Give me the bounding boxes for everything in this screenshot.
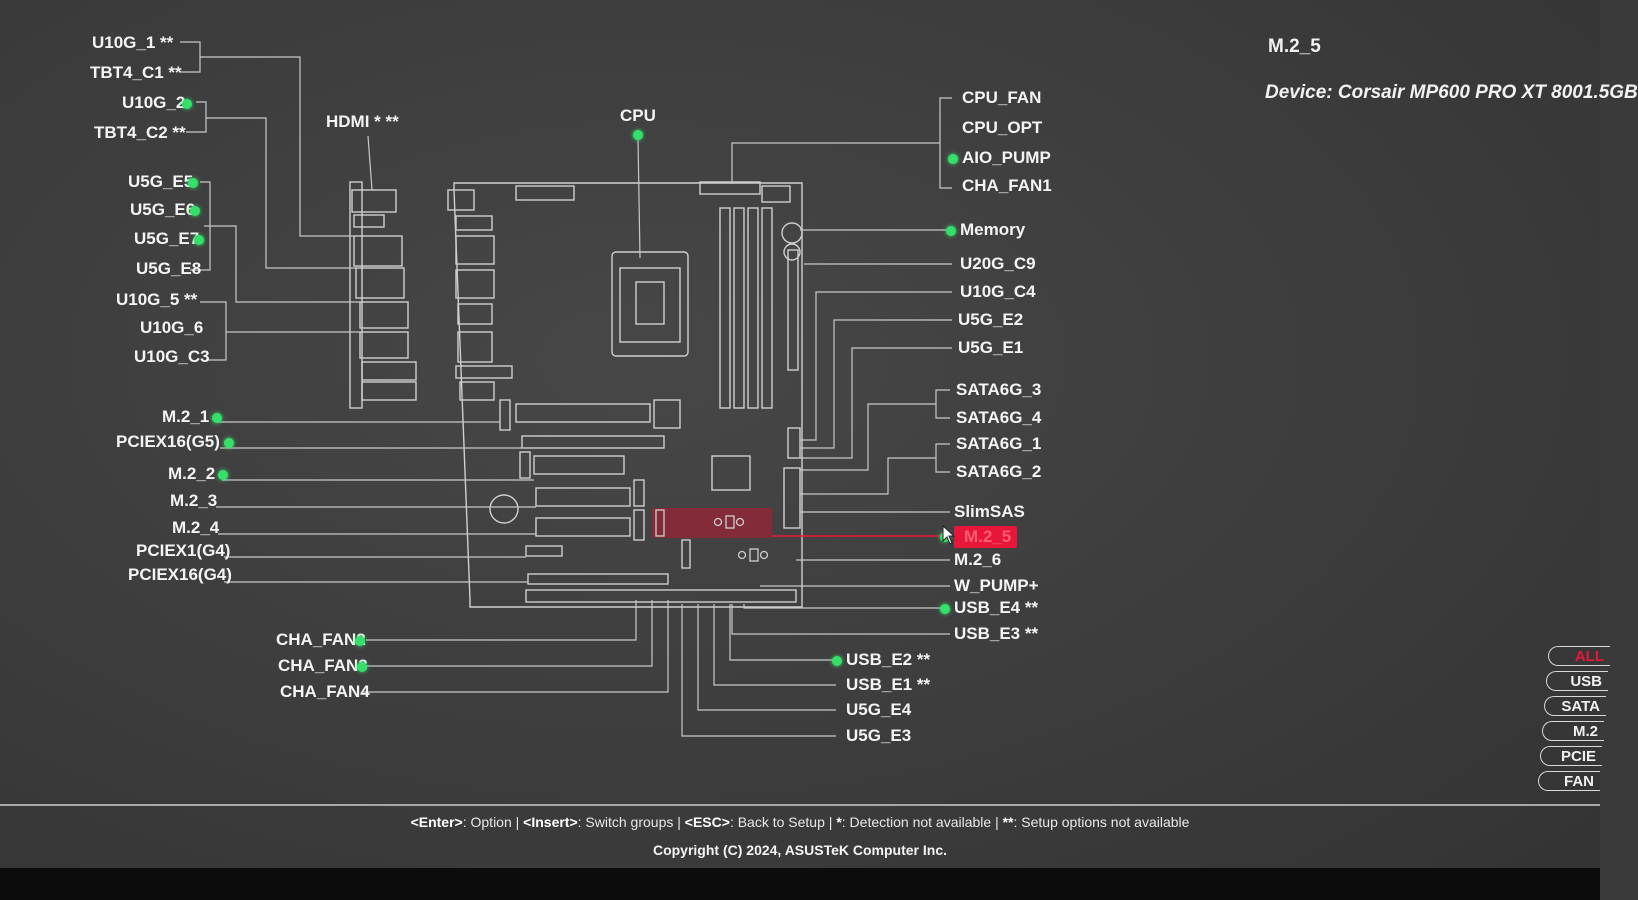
footer-divider [0, 804, 1600, 806]
port-label-cha-fan2[interactable]: CHA_FAN2 [276, 630, 366, 649]
insert-key-hint: <Insert> [523, 814, 578, 830]
port-label-w-pump[interactable]: W_PUMP+ [954, 576, 1039, 595]
port-label-usb-e2[interactable]: USB_E2 ** [846, 650, 931, 669]
port-label-cha-fan3[interactable]: CHA_FAN3 [278, 656, 368, 675]
status-dot-icon [218, 470, 228, 480]
motherboard-diagram [180, 41, 952, 737]
insert-key-desc: : Switch groups | [577, 814, 685, 830]
port-label-m-2-5[interactable]: M.2_5 [954, 526, 1018, 548]
filter-all-button[interactable]: ALL [1548, 646, 1610, 666]
mouse-cursor-icon [942, 524, 956, 545]
double-star-note-key: ** [1002, 814, 1014, 830]
port-label-u10g-5[interactable]: U10G_5 ** [116, 290, 198, 309]
port-label-slimsas[interactable]: SlimSAS [954, 502, 1025, 521]
port-label-memory[interactable]: Memory [960, 220, 1026, 239]
status-dot-icon [193, 235, 204, 245]
port-label-cpu-fan[interactable]: CPU_FAN [962, 88, 1042, 107]
cpu-status-dot [633, 130, 643, 140]
port-label-tbt4-c2[interactable]: TBT4_C2 ** [94, 123, 186, 142]
selected-device-info: Device: Corsair MP600 PRO XT 8001.5GB [1265, 82, 1638, 103]
port-label-cpu-opt[interactable]: CPU_OPT [962, 118, 1043, 137]
port-label-u5g-e2[interactable]: U5G_E2 [958, 310, 1024, 329]
status-dot-icon [223, 438, 234, 448]
port-label-pciex16-g5[interactable]: PCIEX16(G5) [116, 432, 220, 451]
port-label-sata6g-3[interactable]: SATA6G_3 [956, 380, 1042, 399]
port-label-m-2-3[interactable]: M.2_3 [170, 491, 218, 510]
rear-io-panel [349, 181, 363, 409]
status-dot-icon [354, 636, 365, 646]
port-label-sata6g-4[interactable]: SATA6G_4 [956, 408, 1042, 427]
status-dot-icon [212, 413, 222, 423]
star-note-key: * [836, 814, 842, 830]
filter-usb-button[interactable]: USB [1546, 671, 1608, 691]
port-label-u10g-c4[interactable]: U10G_C4 [960, 282, 1036, 301]
double-star-note-desc: : Setup options not available [1013, 814, 1190, 830]
hdmi-label[interactable]: HDMI * ** [326, 112, 399, 131]
port-label-u5g-e7[interactable]: U5G_E7 [134, 229, 200, 248]
port-label-usb-e4[interactable]: USB_E4 ** [954, 598, 1039, 617]
copyright-text: Copyright (C) 2024, ASUSTeK Computer Inc… [652, 842, 948, 858]
status-dot-icon [181, 99, 192, 109]
port-label-usb-e1[interactable]: USB_E1 ** [846, 675, 931, 694]
port-label-pciex16-g4[interactable]: PCIEX16(G4) [128, 565, 232, 584]
port-label-sata6g-2[interactable]: SATA6G_2 [956, 462, 1042, 481]
status-dot-icon [948, 154, 958, 164]
esc-key-desc: : Back to Setup | [729, 814, 837, 830]
port-label-u10g-c3[interactable]: U10G_C3 [134, 347, 210, 366]
port-label-aio-pump[interactable]: AIO_PUMP [962, 148, 1051, 167]
board-outline [453, 182, 803, 608]
filter-m-2-button[interactable]: M.2 [1542, 721, 1604, 741]
port-label-tbt4-c1[interactable]: TBT4_C1 ** [90, 63, 182, 82]
port-label-m-2-2[interactable]: M.2_2 [168, 464, 216, 483]
port-label-u5g-e1[interactable]: U5G_E1 [958, 338, 1024, 357]
port-label-cha-fan1[interactable]: CHA_FAN1 [962, 176, 1052, 195]
port-label-m-2-4[interactable]: M.2_4 [172, 518, 220, 537]
port-label-usb-e3[interactable]: USB_E3 ** [954, 624, 1039, 643]
status-dot-icon [946, 226, 956, 236]
dimm-slot [719, 207, 731, 409]
battery [489, 494, 519, 524]
key-help-bar: <Enter>: Option | <Insert>: Switch group… [0, 814, 1600, 830]
port-label-sata6g-1[interactable]: SATA6G_1 [956, 434, 1042, 453]
port-label-u10g-2[interactable]: U10G_2 [122, 93, 186, 112]
port-label-u5g-e8[interactable]: U5G_E8 [136, 259, 202, 278]
port-label-u10g-6[interactable]: U10G_6 [140, 318, 204, 337]
port-label-u5g-e5[interactable]: U5G_E5 [128, 172, 194, 191]
enter-key-desc: : Option | [462, 814, 524, 830]
port-label-u5g-e6[interactable]: U5G_E6 [130, 200, 196, 219]
filter-sata-button[interactable]: SATA [1544, 696, 1606, 716]
filter-fan-button[interactable]: FAN [1538, 771, 1600, 791]
status-dot-icon [832, 656, 842, 666]
port-label-u5g-e4[interactable]: U5G_E4 [846, 700, 912, 719]
status-dot-icon [189, 206, 200, 216]
enter-key-hint: <Enter> [410, 814, 463, 830]
port-label-m-2-6[interactable]: M.2_6 [954, 550, 1002, 569]
port-label-pciex1-g4[interactable]: PCIEX1(G4) [136, 541, 231, 560]
cpu-socket [611, 251, 689, 357]
monitor-bezel [0, 868, 1600, 900]
port-label-u10g-1[interactable]: U10G_1 ** [92, 33, 174, 52]
m2-5-slot-highlight [652, 508, 772, 538]
status-dot-icon [940, 604, 950, 614]
star-note-desc: : Detection not available | [841, 814, 1003, 830]
port-label-u20g-c9[interactable]: U20G_C9 [960, 254, 1036, 273]
filter-pcie-button[interactable]: PCIE [1540, 746, 1602, 766]
selected-device-title: M.2_5 [1268, 36, 1321, 57]
cpu-label[interactable]: CPU [620, 106, 656, 125]
port-label-cha-fan4[interactable]: CHA_FAN4 [280, 682, 370, 701]
port-label-m-2-1[interactable]: M.2_1 [162, 407, 210, 426]
status-dot-icon [187, 178, 198, 188]
esc-key-hint: <ESC> [684, 814, 730, 830]
status-dot-icon [356, 662, 367, 672]
port-label-u5g-e3[interactable]: U5G_E3 [846, 726, 912, 745]
